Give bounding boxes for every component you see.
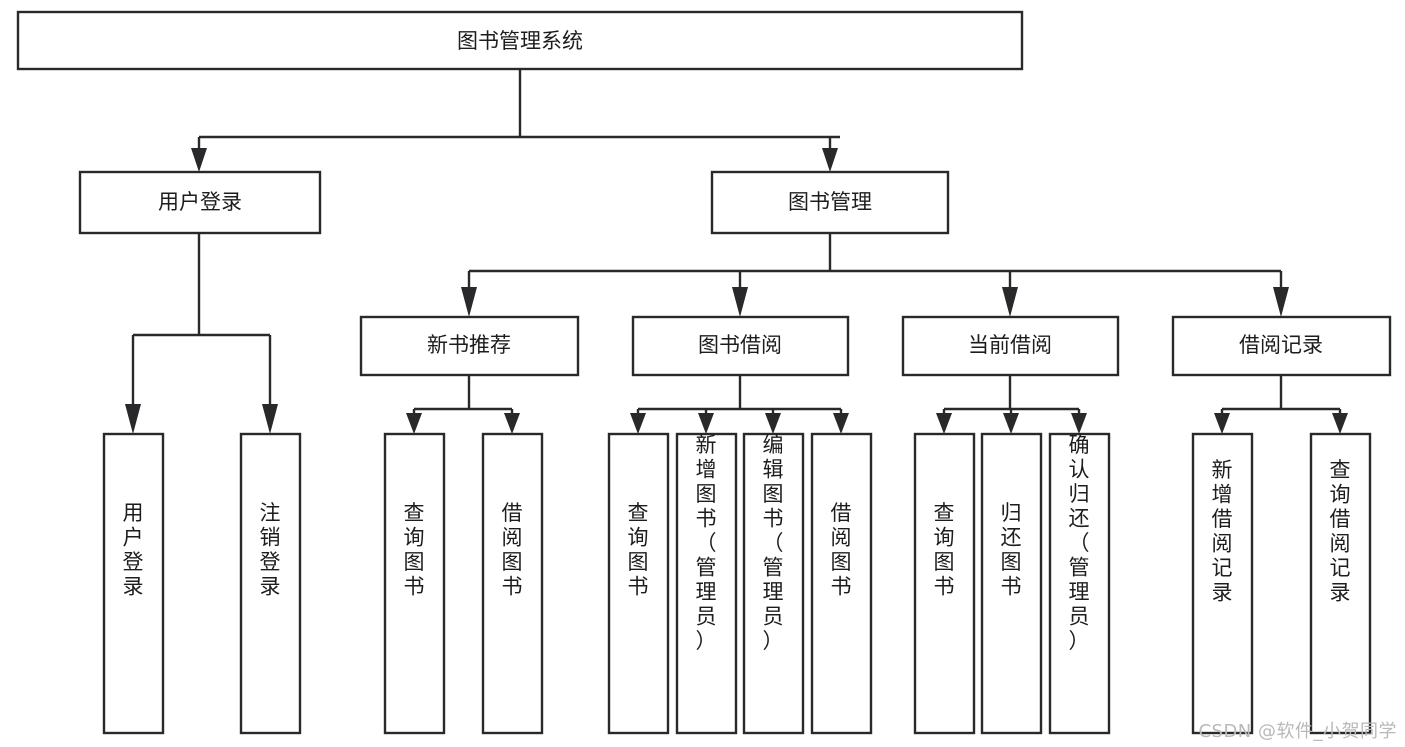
node-leaf-user-logout-label: 注销登录 [260,501,281,599]
node-leaf-query-book-3[interactable]: 查询图书 [913,432,976,735]
node-leaf-borrow-book-2[interactable]: 借阅图书 [810,432,873,735]
node-leaf-add-book-label: 新增图书（管理员） [696,433,717,653]
node-root[interactable]: 图书管理系统 [16,10,1024,71]
node-leaf-query-book-2[interactable]: 查询图书 [607,432,670,735]
node-leaf-add-book[interactable]: 新增图书（管理员） [675,432,738,735]
arrow-to-borrow-record [1273,287,1289,317]
arrow-to-leaf-user-logout [262,404,278,434]
node-root-label: 图书管理系统 [457,29,583,53]
node-leaf-query-record-label: 查询借阅记录 [1330,458,1351,605]
arrow-to-leaf-query-book-3 [936,413,952,434]
arrow-to-leaf-query-record [1332,413,1348,434]
node-root-box[interactable] [16,10,1024,71]
arrow-to-leaf-add-book [698,413,714,434]
node-user-login[interactable]: 用户登录 [78,170,322,235]
node-leaf-user-login-box[interactable] [102,432,165,735]
node-new-book-recommend-box[interactable] [359,315,580,377]
arrow-to-new-book-recommend [461,287,477,317]
node-leaf-user-logout-box[interactable] [239,432,302,735]
node-leaf-borrow-book-1-box[interactable] [481,432,544,735]
node-current-borrow[interactable]: 当前借阅 [901,315,1120,377]
node-leaf-user-logout[interactable]: 注销登录 [239,432,302,735]
node-book-management-box[interactable] [710,170,950,235]
node-leaf-return-book[interactable]: 归还图书 [980,432,1043,735]
node-leaf-query-book-1-box[interactable] [383,432,446,735]
arrow-to-leaf-edit-book [765,413,781,434]
node-leaf-query-record[interactable]: 查询借阅记录 [1309,432,1372,735]
node-leaf-borrow-book-1-label: 借阅图书 [502,501,523,599]
node-leaf-confirm-return-box[interactable] [1048,432,1111,735]
node-leaf-query-book-2-label: 查询图书 [628,501,649,599]
node-borrow-record-box[interactable] [1171,315,1392,377]
node-leaf-add-record[interactable]: 新增借阅记录 [1191,432,1254,735]
arrow-to-leaf-query-book-1 [406,413,422,434]
node-leaf-confirm-return[interactable]: 确认归还（管理员） [1048,432,1111,735]
arrow-to-leaf-return-book [1003,413,1019,434]
arrow-to-leaf-add-record [1214,413,1230,434]
node-book-management[interactable]: 图书管理 [710,170,950,235]
node-leaf-query-book-3-box[interactable] [913,432,976,735]
node-new-book-recommend[interactable]: 新书推荐 [359,315,580,377]
edges-layer [125,69,1348,434]
node-leaf-confirm-return-label: 确认归还（管理员） [1069,433,1090,653]
node-current-borrow-box[interactable] [901,315,1120,377]
node-leaf-user-login-label: 用户登录 [123,501,144,599]
node-leaf-add-book-box[interactable] [675,432,738,735]
node-leaf-add-record-box[interactable] [1191,432,1254,735]
node-leaf-query-record-box[interactable] [1309,432,1372,735]
node-leaf-edit-book-label: 编辑图书（管理员） [763,433,784,653]
node-book-borrow[interactable]: 图书借阅 [631,315,850,377]
arrow-to-user-login [191,148,207,172]
node-new-book-recommend-label: 新书推荐 [427,333,511,357]
arrow-to-leaf-confirm-return [1071,413,1087,434]
arrow-to-current-borrow [1002,287,1018,317]
node-leaf-edit-book-box[interactable] [742,432,805,735]
node-borrow-record-label: 借阅记录 [1239,333,1323,357]
node-book-borrow-label: 图书借阅 [698,333,782,357]
arrow-to-leaf-user-login [125,404,141,434]
node-leaf-user-login[interactable]: 用户登录 [102,432,165,735]
node-leaf-query-book-1-label: 查询图书 [404,501,425,599]
arrow-to-book-borrow [732,287,748,317]
node-leaf-borrow-book-1[interactable]: 借阅图书 [481,432,544,735]
node-book-management-label: 图书管理 [788,190,872,214]
arrow-to-leaf-query-book-2 [630,413,646,434]
node-user-login-box[interactable] [78,170,322,235]
arrow-to-leaf-borrow-book-1 [504,413,520,434]
node-user-login-label: 用户登录 [158,190,242,214]
arrow-to-book-management [822,148,838,172]
node-leaf-return-book-label: 归还图书 [1001,501,1022,599]
node-current-borrow-label: 当前借阅 [968,333,1052,357]
node-leaf-query-book-3-label: 查询图书 [934,501,955,599]
node-leaf-edit-book[interactable]: 编辑图书（管理员） [742,432,805,735]
node-borrow-record[interactable]: 借阅记录 [1171,315,1392,377]
node-book-borrow-box[interactable] [631,315,850,377]
node-leaf-query-book-2-box[interactable] [607,432,670,735]
arrow-to-leaf-borrow-book-2 [833,413,849,434]
node-leaf-borrow-book-2-label: 借阅图书 [831,501,852,599]
node-leaf-query-book-1[interactable]: 查询图书 [383,432,446,735]
node-leaf-add-record-label: 新增借阅记录 [1212,458,1233,605]
node-leaf-return-book-box[interactable] [980,432,1043,735]
node-leaf-borrow-book-2-box[interactable] [810,432,873,735]
